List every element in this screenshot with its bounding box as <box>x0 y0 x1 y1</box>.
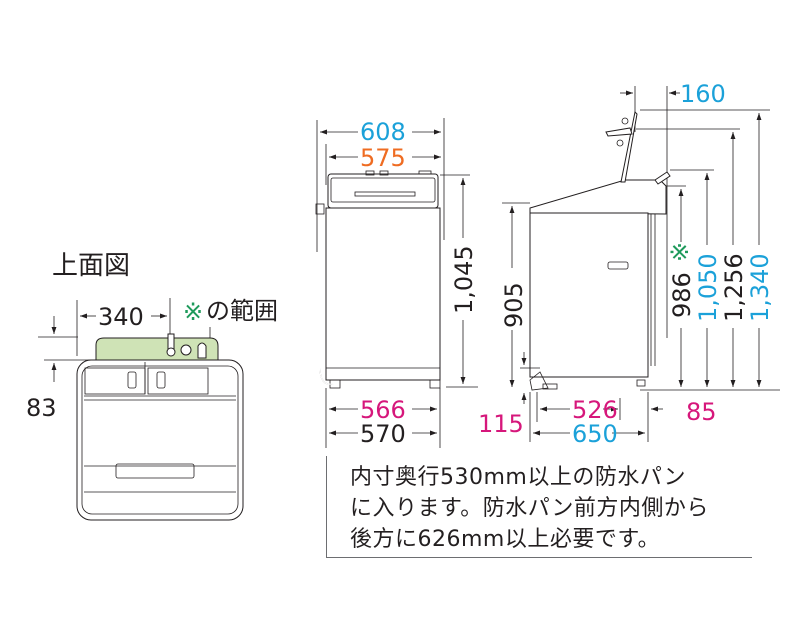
lid-offset-dim: 160 <box>680 80 726 108</box>
top-view: 上面図 340 ※ の範囲 83 <box>26 251 278 521</box>
open-lid <box>620 110 638 183</box>
hose-height-dim: 115 <box>478 410 524 438</box>
foot-span-dim: 526 <box>572 396 618 424</box>
faucet-height-dim: 986 <box>668 272 696 318</box>
machine-top-outline <box>76 359 244 521</box>
note-box <box>326 456 752 558</box>
side-depth-dim: 650 <box>572 420 618 448</box>
faucet-range-area <box>95 337 219 363</box>
installation-note: 内寸奥行530mm以上の防水パン に入ります。防水パン前方内側から 後方に626… <box>350 462 750 555</box>
rear-offset-dim: 85 <box>686 398 717 426</box>
top-width-dim: 340 <box>98 303 144 331</box>
side-body-height-dim: 905 <box>500 282 528 328</box>
height-lid-open-dim: 1,340 <box>746 253 774 322</box>
height-1050-dim: 1,050 <box>694 253 722 322</box>
range-label: の範囲 <box>206 297 278 325</box>
front-base-width-dim: 570 <box>360 420 406 448</box>
note-line-1: 内寸奥行530mm以上の防水パン <box>350 465 686 490</box>
top-depth-dim: 83 <box>26 394 57 422</box>
height-1256-dim: 1,256 <box>720 253 748 322</box>
side-view: 160 ※ 986 1,050 1,256 1,340 <box>478 80 780 448</box>
front-body-width-dim: 575 <box>360 144 406 172</box>
front-body <box>325 207 441 381</box>
front-outer-width-dim: 608 <box>360 118 406 146</box>
range-mark: ※ <box>183 298 203 326</box>
faucet-range-mark: ※ <box>666 242 694 262</box>
front-view: 608 575 1,045 566 570 <box>315 118 478 448</box>
top-view-title: 上面図 <box>52 251 130 281</box>
front-height-dim: 1,045 <box>450 245 478 314</box>
faucet-icon <box>180 344 192 356</box>
lid-handle <box>115 463 195 479</box>
front-foot-width-dim: 566 <box>360 396 406 424</box>
note-line-3: 後方に626mm以上必要です。 <box>350 527 661 552</box>
side-body <box>529 212 649 378</box>
note-line-2: に入ります。防水パン前方内側から <box>350 496 709 521</box>
